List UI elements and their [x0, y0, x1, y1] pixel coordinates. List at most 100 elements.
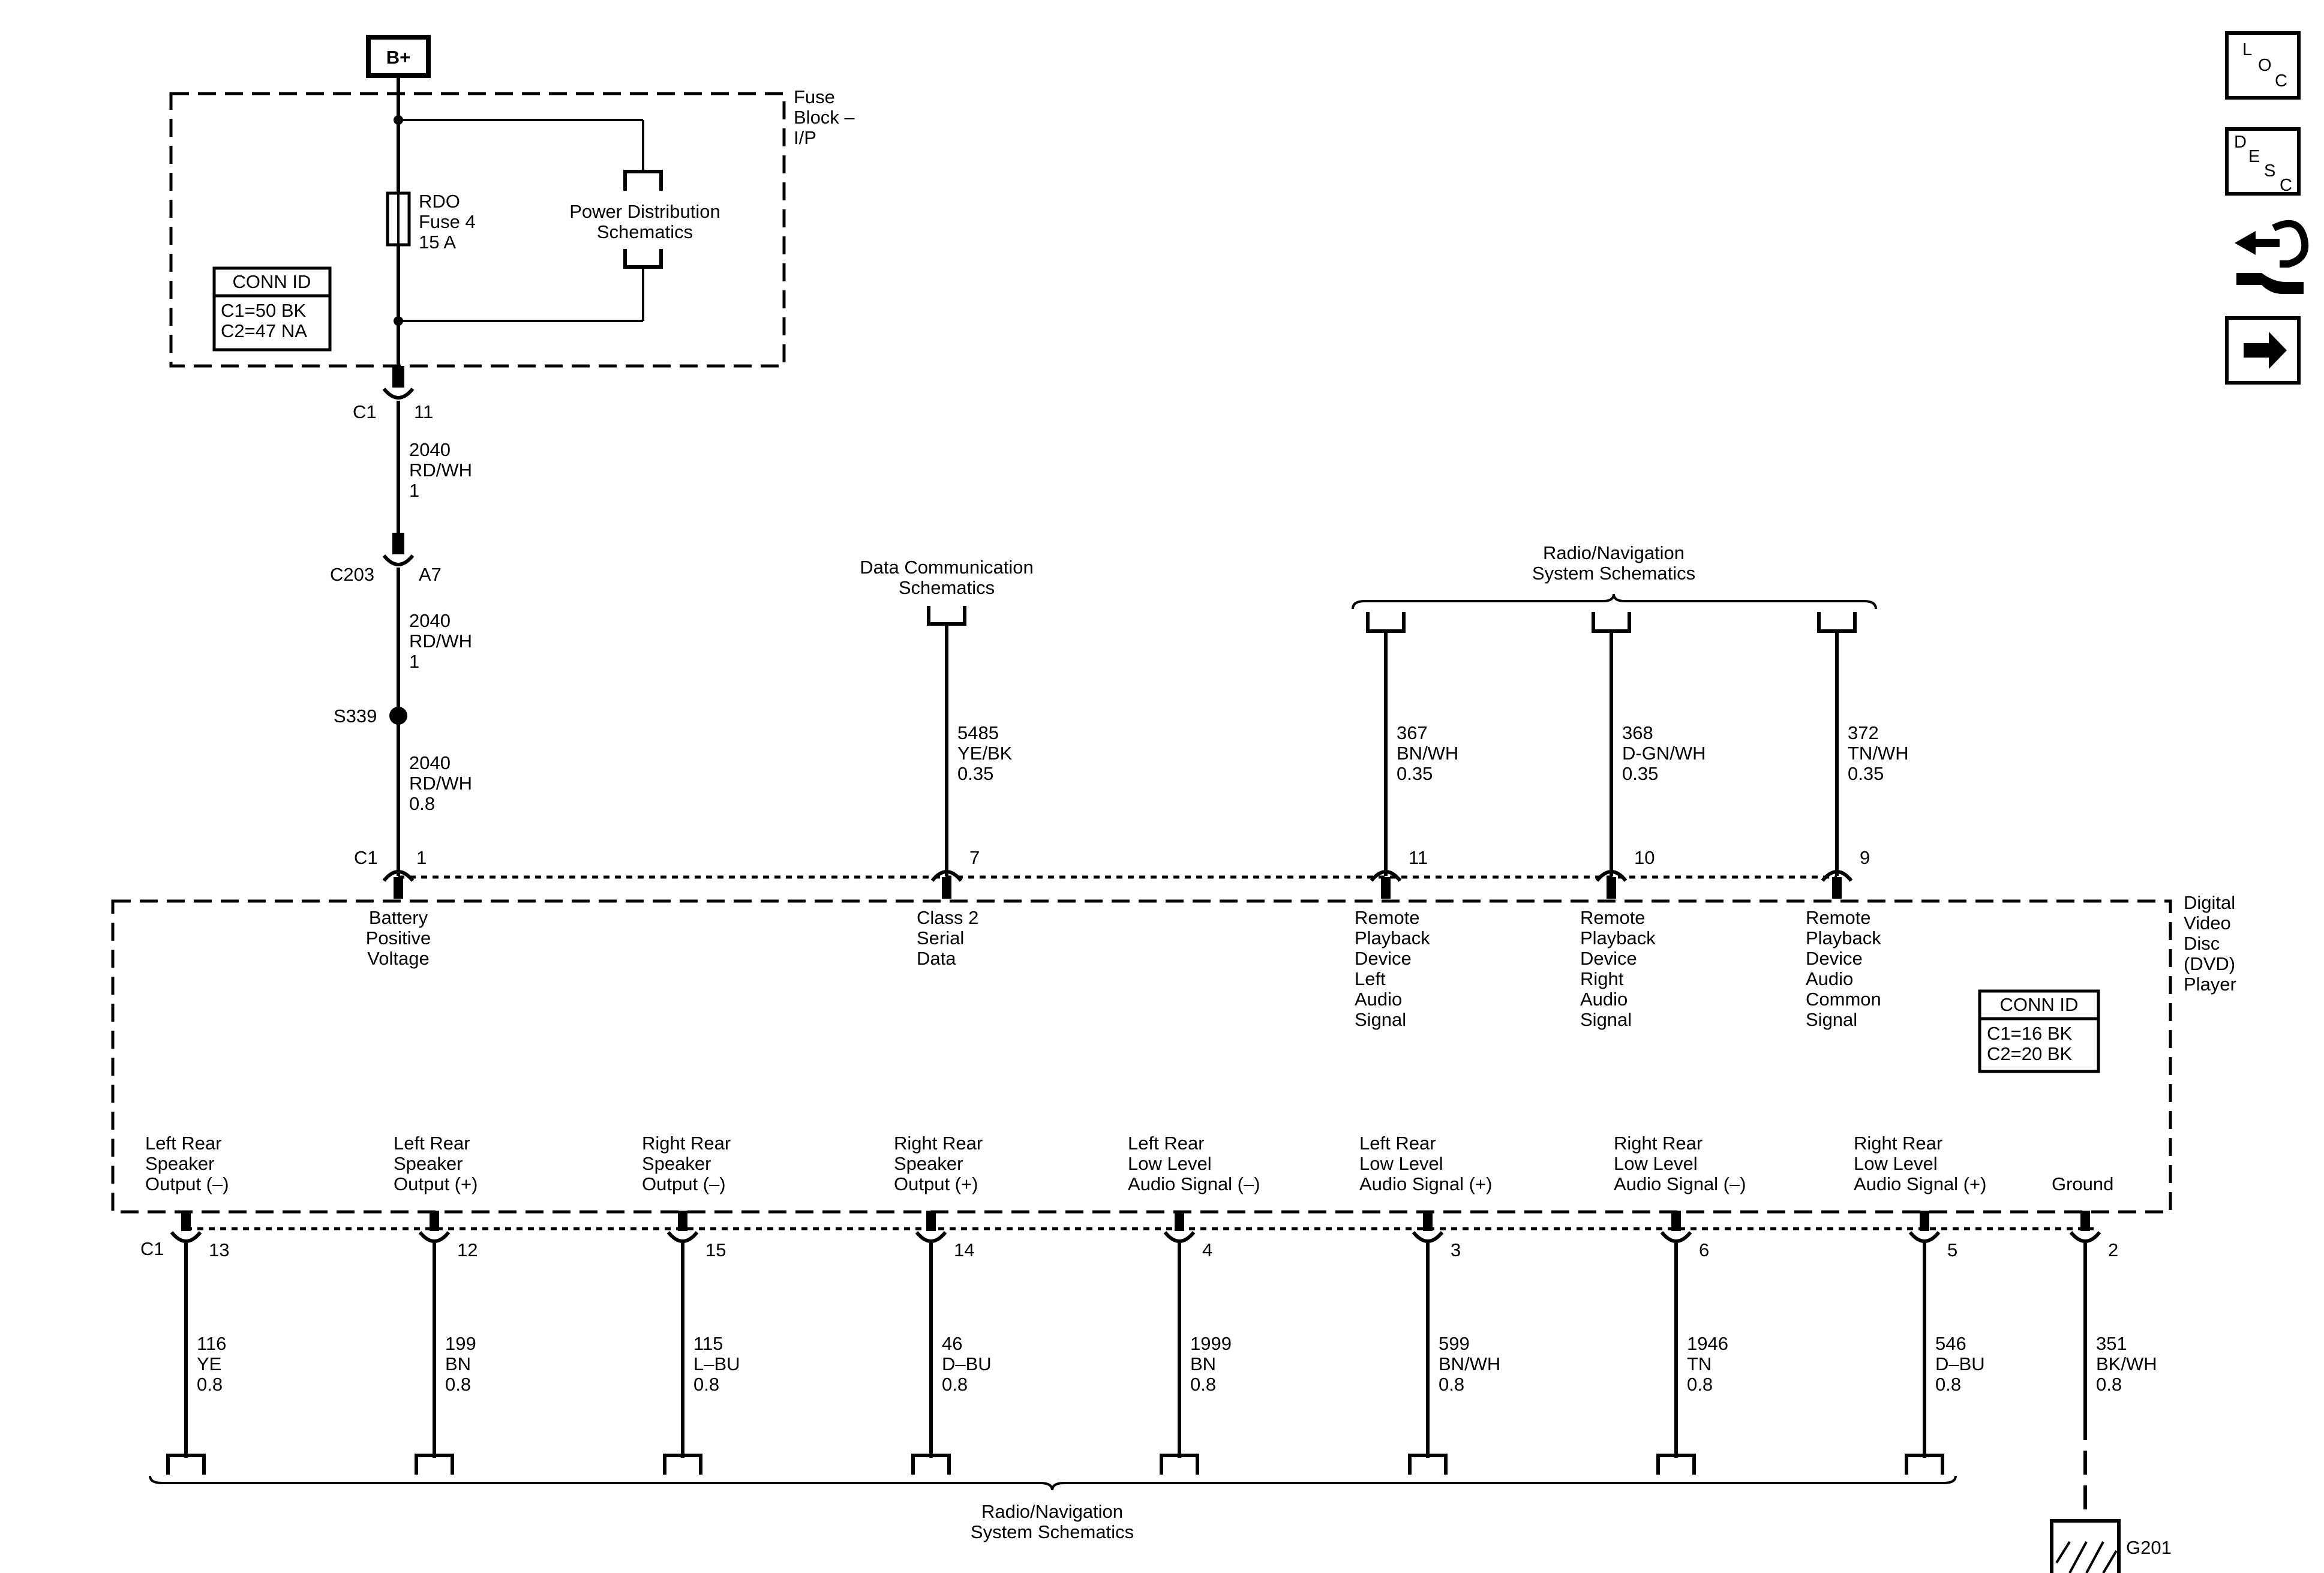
desc-icon[interactable]: D E S C — [2225, 127, 2301, 196]
c1-label: C1 — [353, 401, 377, 422]
svg-text:Left: Left — [1355, 968, 1386, 989]
svg-text:Playback: Playback — [1580, 927, 1656, 948]
fuse-icon — [386, 191, 411, 247]
svg-text:L–BU: L–BU — [693, 1353, 740, 1374]
top-pin-7: 7 — [930, 847, 980, 899]
svg-text:D–BU: D–BU — [942, 1353, 992, 1374]
svg-text:Remote: Remote — [1806, 907, 1871, 928]
svg-text:Right Rear: Right Rear — [1854, 1133, 1942, 1154]
dvd-player-box — [111, 899, 2172, 1214]
connector-tool-icon[interactable] — [2235, 220, 2309, 294]
svg-text:Player: Player — [2184, 974, 2236, 995]
svg-text:351: 351 — [2096, 1333, 2127, 1354]
svg-text:D-GN/WH: D-GN/WH — [1622, 743, 1706, 764]
svg-text:TN/WH: TN/WH — [1848, 743, 1909, 764]
radio-nav-connector-end — [1905, 1454, 1944, 1475]
svg-text:368: 368 — [1622, 722, 1653, 743]
svg-text:C2=47 NA: C2=47 NA — [221, 320, 307, 341]
svg-text:Audio Signal (–): Audio Signal (–) — [1128, 1173, 1260, 1194]
svg-text:1999: 1999 — [1190, 1333, 1232, 1354]
top-pin-10: 10 — [1595, 847, 1655, 899]
svg-text:Audio Signal (+): Audio Signal (+) — [1854, 1173, 1986, 1194]
svg-text:Voltage: Voltage — [367, 948, 429, 969]
splice-s339 — [389, 707, 407, 725]
svg-text:0.35: 0.35 — [1397, 763, 1433, 784]
svg-text:Schematics: Schematics — [899, 577, 995, 598]
next-arrow-icon[interactable] — [2225, 316, 2301, 385]
svg-text:0.8: 0.8 — [1190, 1374, 1216, 1395]
svg-text:1: 1 — [409, 651, 419, 672]
bottom-pin-number: 3 — [1451, 1239, 1461, 1260]
svg-text:Low Level: Low Level — [1128, 1153, 1212, 1174]
radio-navigation-top-reference[interactable]: Radio/Navigation System Schematics — [1352, 542, 1877, 633]
svg-text:Fuse 4: Fuse 4 — [419, 211, 476, 232]
svg-text:599: 599 — [1439, 1333, 1470, 1354]
svg-text:199: 199 — [445, 1333, 476, 1354]
svg-text:D: D — [2234, 133, 2247, 152]
top-pin-1: 1 — [382, 847, 427, 899]
svg-text:2040: 2040 — [409, 439, 451, 460]
svg-text:Speaker: Speaker — [642, 1153, 711, 1174]
svg-text:Class 2: Class 2 — [917, 907, 978, 928]
svg-text:Right Rear: Right Rear — [1614, 1133, 1703, 1154]
svg-text:Device: Device — [1355, 948, 1412, 969]
wire-5485: 5485 YE/BK 0.35 — [957, 722, 1013, 784]
radio-nav-connector-end — [1656, 1454, 1696, 1475]
svg-text:Digital: Digital — [2184, 892, 2235, 913]
svg-text:Low Level: Low Level — [1854, 1153, 1938, 1174]
svg-text:RD/WH: RD/WH — [409, 631, 472, 652]
power-distribution-reference[interactable]: Power Distribution Schematics — [569, 170, 720, 269]
svg-text:L: L — [2242, 40, 2252, 59]
top-pin-number: 1 — [416, 847, 427, 868]
c1-pin-11: 11 — [414, 401, 433, 422]
svg-text:Output (+): Output (+) — [394, 1173, 478, 1194]
svg-text:YE/BK: YE/BK — [957, 743, 1013, 764]
bottom-pin-number: 6 — [1699, 1239, 1709, 1260]
loc-icon[interactable]: L O C — [2225, 31, 2301, 100]
svg-text:TN: TN — [1687, 1353, 1712, 1374]
svg-text:Left Rear: Left Rear — [145, 1133, 222, 1154]
b-plus-label: B+ — [386, 47, 411, 68]
svg-text:1946: 1946 — [1687, 1333, 1728, 1354]
svg-text:Left Rear: Left Rear — [394, 1133, 470, 1154]
svg-text:0.8: 0.8 — [2096, 1374, 2122, 1395]
bottom-pin-number: 12 — [457, 1239, 478, 1260]
svg-text:C2=20 BK: C2=20 BK — [1987, 1043, 2073, 1064]
fuse-label: RDO Fuse 4 15 A — [419, 191, 476, 253]
radio-nav-connector-end — [1160, 1454, 1199, 1475]
svg-text:System Schematics: System Schematics — [1532, 563, 1695, 584]
svg-text:Data: Data — [917, 948, 956, 969]
bottom-pin-label-2: Ground — [2052, 1173, 2113, 1194]
svg-text:Radio/Navigation: Radio/Navigation — [1543, 542, 1685, 563]
wire-367: 367 BN/WH 0.35 — [1397, 722, 1458, 784]
svg-text:Fuse: Fuse — [794, 86, 835, 107]
top-pin-number: 9 — [1860, 847, 1870, 868]
svg-text:115: 115 — [693, 1333, 723, 1354]
svg-text:15 A: 15 A — [419, 232, 456, 253]
data-communication-reference[interactable]: Data Communication Schematics — [860, 557, 1034, 626]
top-pin-label-10: Remote Playback Device Right Audio Signa… — [1580, 907, 1656, 1030]
svg-text:Speaker: Speaker — [145, 1153, 214, 1174]
svg-text:Block –: Block – — [794, 107, 855, 128]
svg-text:Audio: Audio — [1355, 989, 1402, 1010]
dvd-top-connector-label: C1 — [354, 847, 378, 868]
wire-368: 368 D-GN/WH 0.35 — [1622, 722, 1706, 784]
svg-text:I/P: I/P — [794, 127, 816, 148]
svg-text:Right: Right — [1580, 968, 1624, 989]
svg-text:Low Level: Low Level — [1614, 1153, 1698, 1174]
svg-text:System Schematics: System Schematics — [971, 1521, 1134, 1542]
svg-text:0.8: 0.8 — [409, 793, 435, 814]
svg-text:BK/WH: BK/WH — [2096, 1353, 2157, 1374]
svg-text:Output (+): Output (+) — [894, 1173, 978, 1194]
svg-text:Right Rear: Right Rear — [894, 1133, 983, 1154]
radio-navigation-bottom-reference[interactable]: Radio/Navigation System Schematics — [149, 1475, 1957, 1542]
svg-text:BN/WH: BN/WH — [1439, 1353, 1500, 1374]
top-pin-number: 10 — [1634, 847, 1655, 868]
svg-text:Power Distribution: Power Distribution — [569, 201, 720, 222]
svg-text:Common: Common — [1806, 989, 1881, 1010]
